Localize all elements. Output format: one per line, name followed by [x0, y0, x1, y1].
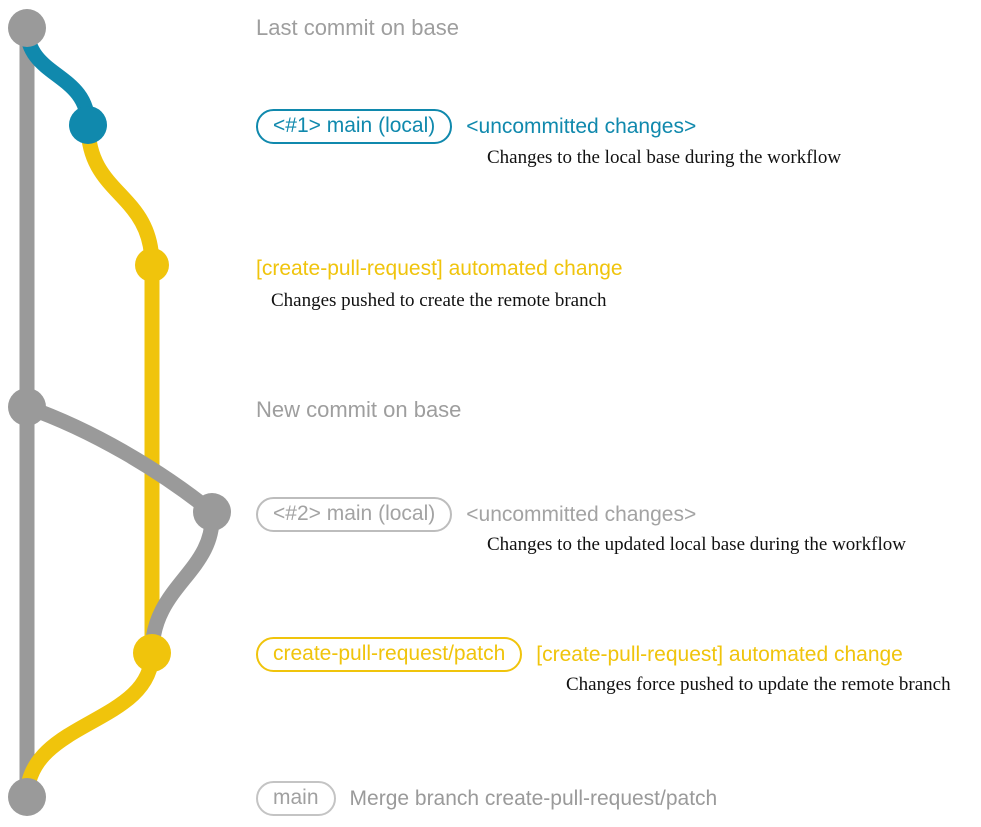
edge-local2-to-pushed2 — [144, 504, 220, 661]
edge-local1-to-pushed1 — [80, 117, 160, 273]
commit-row-pushed-1: [create-pull-request] automated change — [256, 255, 623, 281]
branch-tag-main-local-1[interactable]: <#1> main (local) — [256, 108, 453, 144]
commit-node-local-2[interactable] — [193, 493, 231, 531]
commit-node-local-1[interactable] — [69, 106, 107, 144]
commit-row-merge: main Merge branch create-pull-request/pa… — [256, 780, 717, 816]
edge-basenew-to-local2 — [19, 399, 220, 520]
commit-subject-local-1: <uncommitted changes> — [466, 114, 697, 138]
commit-subject-local-2: <uncommitted changes> — [466, 502, 697, 526]
commit-node-base-last[interactable] — [8, 9, 46, 47]
commit-description-pushed-1: Changes pushed to create the remote bran… — [271, 290, 607, 311]
commit-description-pushed-2: Changes force pushed to update the remot… — [566, 674, 951, 695]
commit-subject-pushed-1: [create-pull-request] automated change — [256, 256, 623, 280]
caption-last-commit-on-base: Last commit on base — [256, 15, 459, 40]
commit-node-pushed-2[interactable] — [133, 634, 171, 672]
caption-new-commit-on-base: New commit on base — [256, 397, 462, 422]
commit-node-pushed-1[interactable] — [135, 248, 169, 282]
commit-row-pushed-2: create-pull-request/patch [create-pull-r… — [256, 636, 903, 672]
edge-pushed2-to-merge — [19, 645, 160, 805]
commit-subject-merge: Merge branch create-pull-request/patch — [349, 786, 718, 810]
commit-node-base-new[interactable] — [8, 388, 46, 426]
commit-description-local-2: Changes to the updated local base during… — [487, 534, 906, 555]
commit-node-merge[interactable] — [8, 778, 46, 816]
branch-tag-create-pull-request-patch[interactable]: create-pull-request/patch — [256, 636, 523, 672]
branch-tag-main[interactable]: main — [256, 780, 336, 816]
commit-description-local-1: Changes to the local base during the wor… — [487, 147, 842, 168]
branch-tag-main-local-2[interactable]: <#2> main (local) — [256, 496, 453, 532]
commit-row-local-1: <#1> main (local) <uncommitted changes> — [256, 108, 696, 144]
commit-row-local-2: <#2> main (local) <uncommitted changes> — [256, 496, 696, 532]
commit-subject-pushed-2: [create-pull-request] automated change — [536, 642, 903, 666]
